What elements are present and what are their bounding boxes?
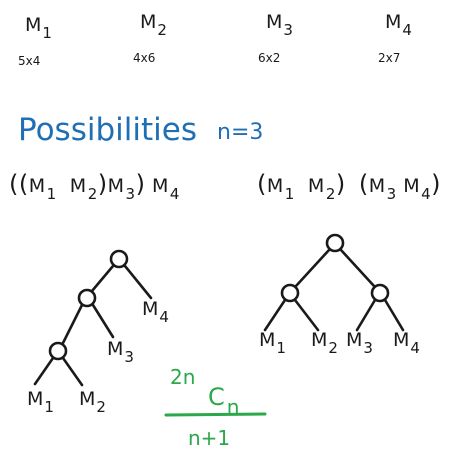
matrix-m1-dims: 5x4 <box>18 54 41 68</box>
expression-left-grouping: ((M1 M2)M3) M4 <box>9 170 180 203</box>
right-tree-leaf-m2: M2 <box>311 329 338 357</box>
left-tree-node-low <box>48 341 68 361</box>
formula-denominator: n+1 <box>188 426 231 450</box>
matrix-m4: M4 <box>385 11 412 39</box>
right-tree-edge <box>294 248 331 288</box>
formula-numerator-2n: 2n <box>170 365 196 389</box>
matrix-m3-dims: 6x2 <box>258 51 281 65</box>
right-tree-edge <box>263 298 287 332</box>
left-tree-leaf-m4: M4 <box>142 298 169 326</box>
right-tree-node-root <box>325 233 345 253</box>
matrix-m4-dims: 2x7 <box>378 51 401 65</box>
right-tree-edge <box>383 298 405 332</box>
left-tree-edge <box>33 356 55 386</box>
left-tree-edge <box>90 264 115 293</box>
right-tree-leaf-m3: M3 <box>346 329 373 357</box>
right-tree-edge <box>293 298 320 332</box>
left-tree-leaf-m3: M3 <box>107 338 134 366</box>
right-tree-node-right <box>370 283 390 303</box>
left-tree-edge <box>91 303 115 339</box>
fraction-bar <box>164 412 267 417</box>
expression-balanced-grouping: (M1 M2) (M3 M4) <box>257 170 442 203</box>
matrix-m3: M3 <box>266 11 293 39</box>
left-tree-edge <box>123 264 153 300</box>
right-tree-leaf-m1: M1 <box>259 329 286 357</box>
left-tree-leaf-m1: M1 <box>27 388 54 416</box>
left-tree-edge <box>61 356 84 387</box>
possibilities-heading: Possibilities <box>18 112 197 148</box>
right-tree-node-left <box>280 283 300 303</box>
matrix-m1: M1 <box>25 14 52 42</box>
matrix-m2-dims: 4x6 <box>133 51 156 65</box>
left-tree-node-mid <box>77 288 97 308</box>
left-tree-node-root <box>109 249 129 269</box>
left-tree <box>33 249 153 387</box>
matrix-m2: M2 <box>140 11 167 39</box>
right-tree <box>263 233 405 332</box>
right-tree-edge <box>355 298 377 332</box>
right-tree-leaf-m4: M4 <box>393 329 420 357</box>
n-value-label: n=3 <box>217 120 264 145</box>
right-tree-edge <box>339 248 376 288</box>
left-tree-edge <box>61 303 84 345</box>
left-tree-leaf-m2: M2 <box>79 388 106 416</box>
